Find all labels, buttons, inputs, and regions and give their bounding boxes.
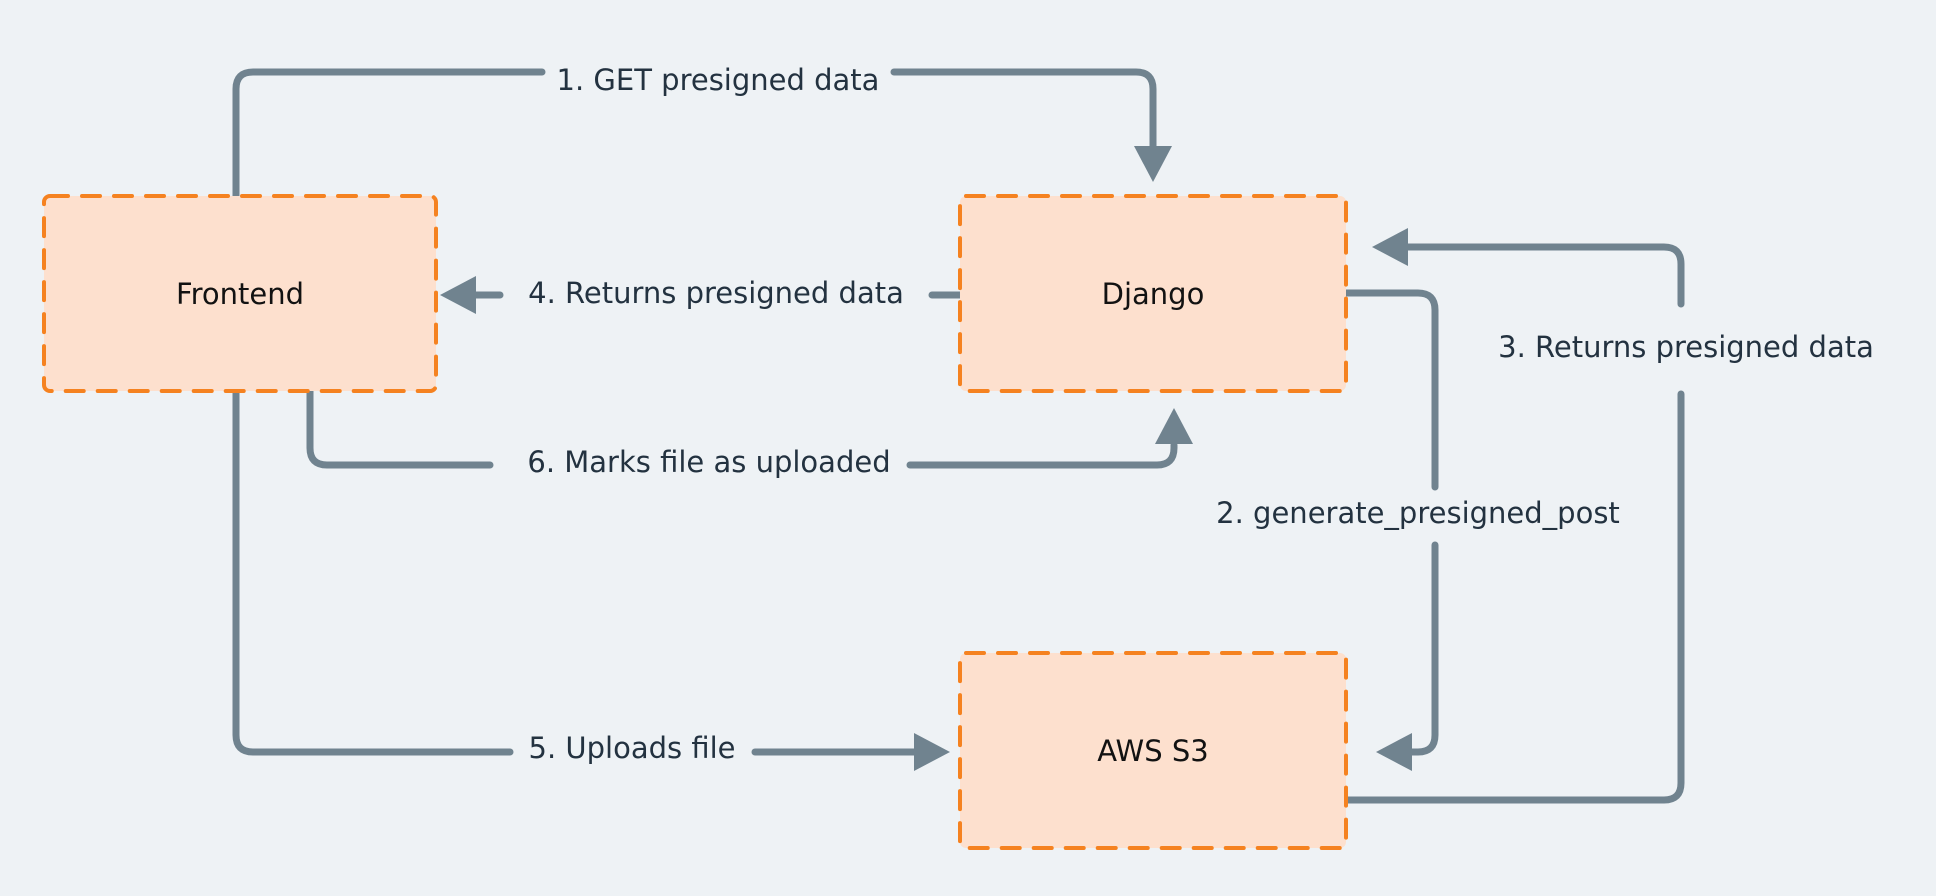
edge-3-segment-top	[1398, 243, 1685, 308]
edge-2-label: 2. generate_presigned_post	[1216, 496, 1620, 530]
edge-4-returns-presigned-data: 4. Returns presigned data	[440, 276, 964, 314]
edge-6-arrowhead	[1155, 408, 1193, 444]
edge-1-arrowhead	[1134, 146, 1172, 182]
node-django[interactable]: Django	[958, 194, 1348, 393]
edge-5-label: 5. Uploads file	[529, 731, 736, 765]
node-aws-s3-label: AWS S3	[1097, 734, 1208, 768]
edge-6-marks-file-as-uploaded: 6. Marks file as uploaded	[306, 387, 1193, 479]
edge-2-segment-top	[1342, 289, 1439, 491]
edge-1-get-presigned-data: 1. GET presigned data	[232, 63, 1172, 200]
edge-6-segment-right	[906, 441, 1178, 469]
edge-5-uploads-file: 5. Uploads file	[232, 387, 950, 771]
edge-2-segment-bottom	[1402, 541, 1439, 756]
node-django-box[interactable]	[958, 194, 1348, 393]
edge-6-label: 6. Marks file as uploaded	[527, 445, 890, 479]
edge-3-segment-bottom	[1342, 390, 1685, 804]
edge-2-generate-presigned-post: 2. generate_presigned_post	[1216, 289, 1620, 771]
edge-4-label: 4. Returns presigned data	[528, 276, 904, 310]
edge-1-segment-left	[232, 68, 546, 200]
edge-1-segment-right	[890, 68, 1157, 156]
edge-3-arrowhead	[1372, 228, 1408, 266]
node-frontend-box[interactable]	[42, 194, 438, 393]
edge-5-arrowhead	[914, 733, 950, 771]
node-django-label: Django	[1102, 277, 1205, 311]
node-frontend[interactable]: Frontend	[42, 194, 438, 393]
edge-4-arrowhead	[440, 276, 476, 314]
node-aws-s3-box[interactable]	[958, 651, 1348, 850]
node-aws-s3[interactable]: AWS S3	[958, 651, 1348, 850]
edge-2-arrowhead	[1376, 733, 1412, 771]
edge-3-label: 3. Returns presigned data	[1498, 330, 1874, 364]
edge-6-segment-left	[306, 387, 494, 469]
edge-3-returns-presigned-data: 3. Returns presigned data	[1342, 228, 1874, 804]
node-frontend-label: Frontend	[176, 277, 304, 311]
edge-5-segment-left	[232, 387, 514, 756]
edge-1-label: 1. GET presigned data	[557, 63, 880, 97]
